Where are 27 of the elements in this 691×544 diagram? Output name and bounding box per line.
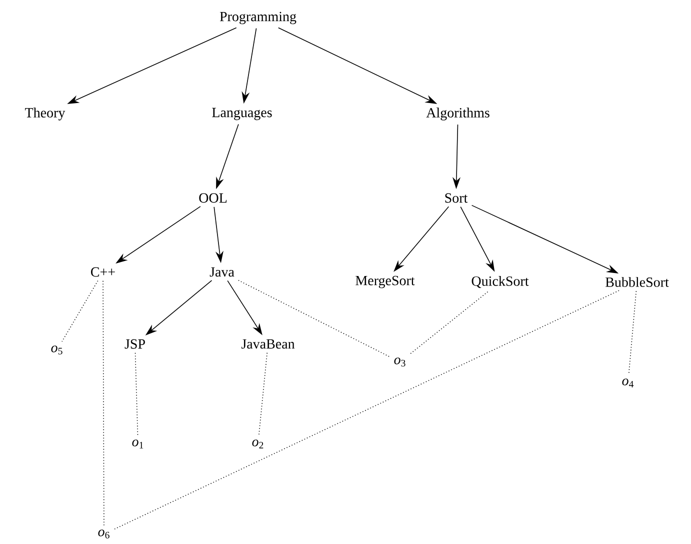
object-label: o$_{3}$ xyxy=(394,358,406,366)
label-text: C++ xyxy=(91,267,115,277)
dotted-line xyxy=(114,290,620,530)
label-text: JSP xyxy=(124,339,145,349)
label-text: BubbleSort xyxy=(606,277,669,287)
dotted-line xyxy=(628,290,637,375)
label-text: QuickSort xyxy=(472,276,529,288)
dotted-line xyxy=(238,280,390,358)
label-text: Java xyxy=(210,267,234,277)
dotted-line xyxy=(258,352,268,436)
object-label: o$_{5}$ xyxy=(51,346,62,354)
object-label: o$_{2}$ xyxy=(252,440,264,448)
label-text: JavaBean xyxy=(241,339,295,349)
label-text: OOL xyxy=(199,193,227,203)
label-text: Programming xyxy=(220,12,296,24)
object-label: o$_{1}$ xyxy=(132,440,144,448)
label-text: Sort xyxy=(445,193,468,203)
dotted-line xyxy=(410,291,488,354)
object-label: o$_{6}$ xyxy=(98,530,110,538)
label-text: Languages xyxy=(212,108,272,120)
dotted-line xyxy=(102,280,104,526)
object-label: o$_{4}$ xyxy=(622,378,634,388)
label-text: MergeSort xyxy=(356,276,415,288)
label-text: Theory xyxy=(25,108,66,120)
dotted-line xyxy=(62,280,98,342)
dotted-line xyxy=(134,352,138,436)
label-text: Algorithms xyxy=(426,108,490,120)
